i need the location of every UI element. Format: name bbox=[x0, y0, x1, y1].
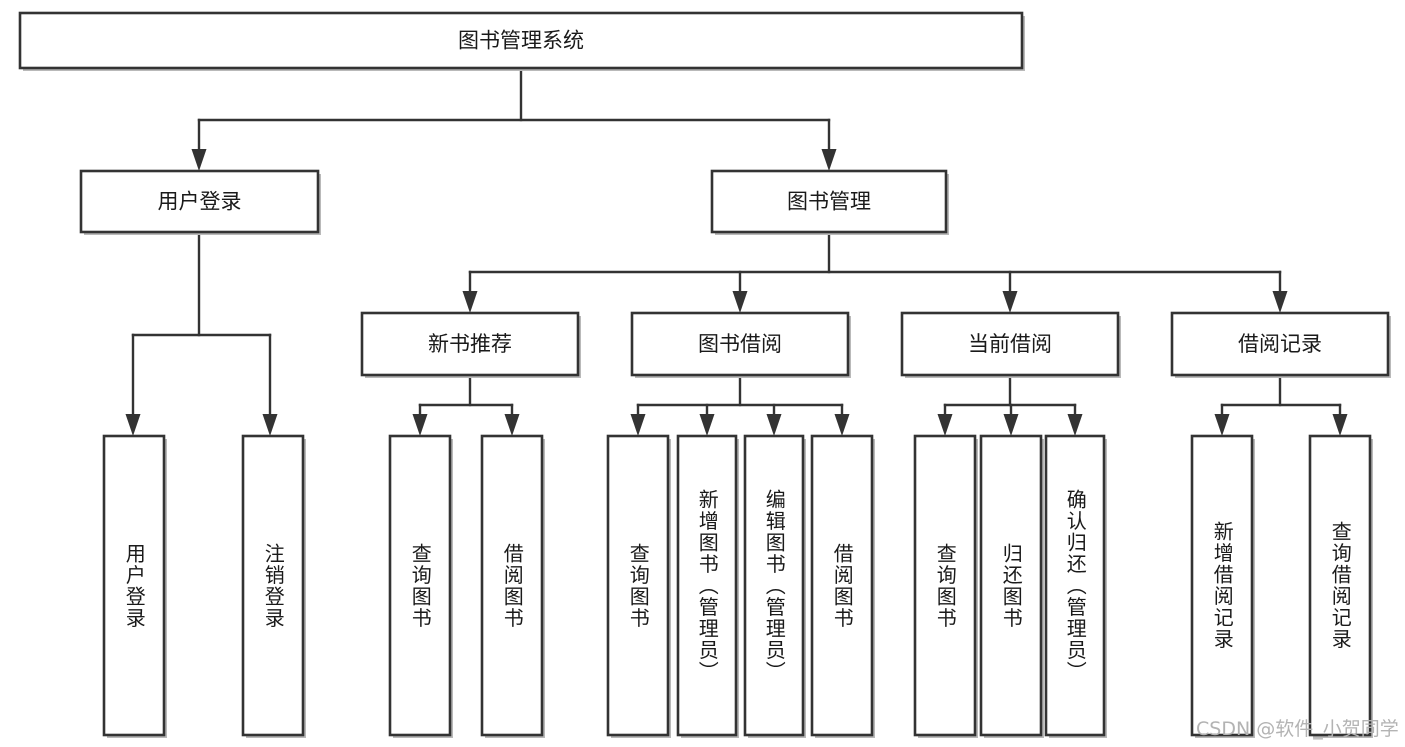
arrow-head-icon bbox=[630, 414, 646, 436]
arrow-head-icon bbox=[1272, 291, 1288, 313]
node-leaf-add-book[interactable] bbox=[676, 434, 739, 738]
arrow-head-icon bbox=[412, 414, 428, 436]
arrow-head-icon bbox=[821, 149, 837, 171]
arrow-head-icon bbox=[191, 149, 207, 171]
node-box bbox=[241, 434, 305, 737]
node-box bbox=[979, 434, 1043, 737]
node-records[interactable]: 借阅记录 bbox=[1170, 311, 1391, 378]
node-leaf-user-login[interactable] bbox=[102, 434, 167, 738]
node-current[interactable]: 当前借阅 bbox=[900, 311, 1121, 378]
node-box bbox=[1044, 434, 1106, 737]
node-box bbox=[360, 311, 580, 377]
arrow-head-icon bbox=[834, 414, 850, 436]
node-box bbox=[710, 169, 948, 234]
node-leaf-confirm-return[interactable] bbox=[1044, 434, 1107, 738]
node-box bbox=[18, 11, 1024, 70]
node-newbook[interactable]: 新书推荐 bbox=[360, 311, 581, 378]
node-box bbox=[480, 434, 544, 737]
node-box bbox=[388, 434, 452, 737]
watermark: CSDN @软件_小贺同学 bbox=[1196, 718, 1399, 740]
node-box bbox=[810, 434, 874, 737]
node-box bbox=[676, 434, 738, 737]
arrow-head-icon bbox=[1214, 414, 1230, 436]
node-label: 当前借阅 bbox=[968, 332, 1052, 356]
node-leaf-user-logout[interactable] bbox=[241, 434, 306, 738]
node-box bbox=[913, 434, 977, 737]
node-label: 图书管理系统 bbox=[458, 29, 584, 53]
node-leaf-return-book[interactable] bbox=[979, 434, 1044, 738]
arrow-head-icon bbox=[1332, 414, 1348, 436]
arrow-head-icon bbox=[504, 414, 520, 436]
node-leaf-add-record[interactable] bbox=[1190, 434, 1255, 738]
arrow-head-icon bbox=[766, 414, 782, 436]
node-label: 用户登录 bbox=[158, 190, 242, 214]
node-leaf-query-book-new[interactable] bbox=[388, 434, 453, 738]
arrow-head-icon bbox=[699, 414, 715, 436]
node-box bbox=[102, 434, 166, 737]
node-box bbox=[1308, 434, 1372, 737]
node-box bbox=[743, 434, 805, 737]
arrow-head-icon bbox=[1003, 414, 1019, 436]
node-borrow[interactable]: 图书借阅 bbox=[630, 311, 851, 378]
node-leaf-edit-book[interactable] bbox=[743, 434, 806, 738]
connectors-layer bbox=[125, 66, 1348, 436]
arrow-head-icon bbox=[125, 414, 141, 436]
node-box bbox=[630, 311, 850, 377]
node-label: 图书借阅 bbox=[698, 332, 782, 356]
node-box bbox=[1190, 434, 1254, 737]
node-box bbox=[606, 434, 670, 737]
arrow-head-icon bbox=[1002, 291, 1018, 313]
node-bookmgmt[interactable]: 图书管理 bbox=[710, 169, 949, 235]
arrow-head-icon bbox=[462, 291, 478, 313]
arrow-head-icon bbox=[262, 414, 278, 436]
node-box bbox=[79, 169, 320, 234]
node-label: 新书推荐 bbox=[428, 332, 512, 356]
node-leaf-borrow-book[interactable] bbox=[810, 434, 875, 738]
node-label: 图书管理 bbox=[787, 190, 871, 214]
node-root[interactable]: 图书管理系统 bbox=[18, 11, 1025, 71]
arrow-head-icon bbox=[937, 414, 953, 436]
node-box bbox=[900, 311, 1120, 377]
arrow-head-icon bbox=[732, 291, 748, 313]
node-login[interactable]: 用户登录 bbox=[79, 169, 321, 235]
arrow-head-icon bbox=[1067, 414, 1083, 436]
node-leaf-borrow-book-new[interactable] bbox=[480, 434, 545, 738]
node-leaf-query-record[interactable] bbox=[1308, 434, 1373, 738]
node-box bbox=[1170, 311, 1390, 377]
node-leaf-query-book[interactable] bbox=[606, 434, 671, 738]
node-label: 借阅记录 bbox=[1238, 332, 1322, 356]
node-leaf-query-book-cur[interactable] bbox=[913, 434, 978, 738]
